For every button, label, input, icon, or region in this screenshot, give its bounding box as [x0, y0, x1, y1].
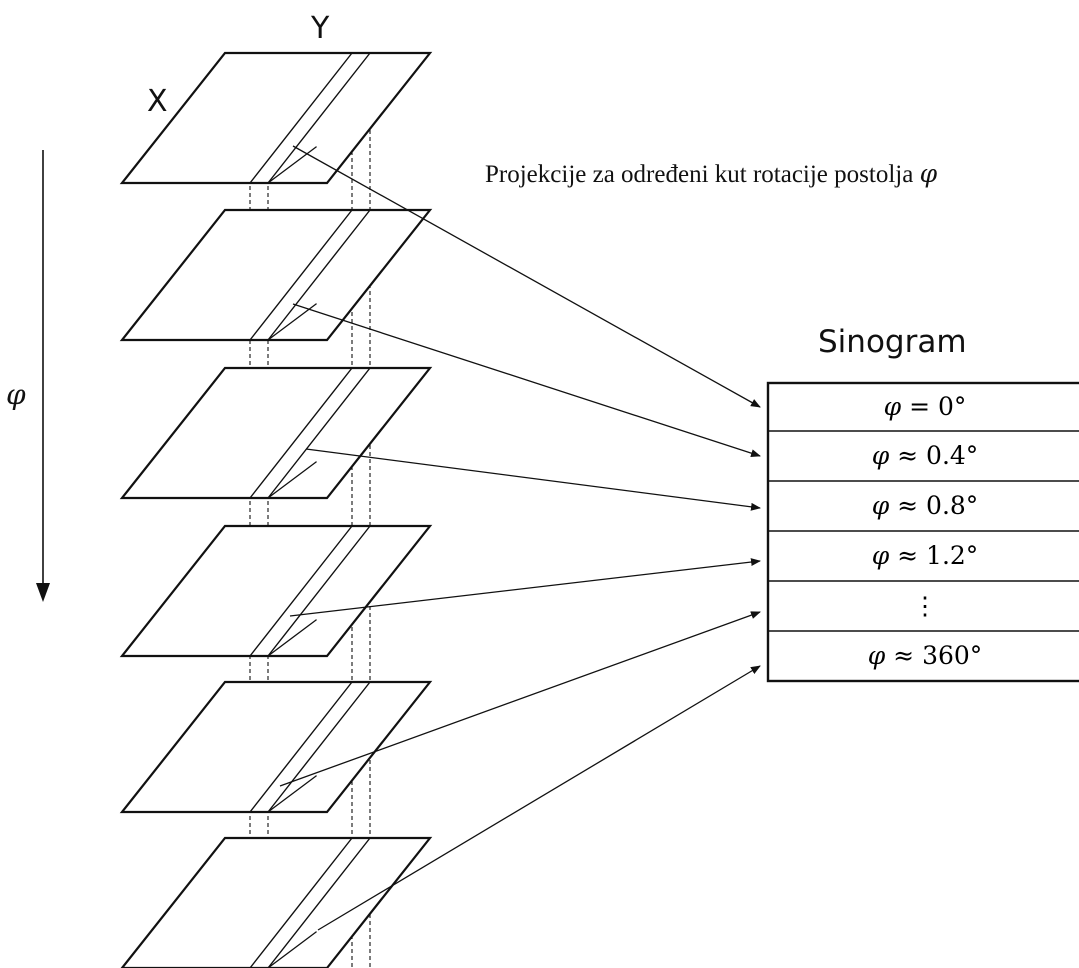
strip-edge: [267, 837, 371, 968]
slice-plane: [119, 524, 433, 658]
row-value: 360°: [922, 641, 982, 670]
strip-inner-line: [267, 146, 317, 184]
sinogram-title: Sinogram: [818, 324, 967, 360]
row-value: 1.2°: [926, 541, 978, 570]
sinogram-row-label: φ = 0°: [884, 392, 967, 421]
row-value: ⋮: [913, 591, 938, 620]
row-value: 0°: [938, 392, 966, 421]
sinogram-row: φ ≈ 0.8°: [768, 480, 1079, 520]
row-relation: ≈: [885, 641, 922, 670]
sinogram-row-label: φ ≈ 1.2°: [872, 541, 979, 570]
strip-edge: [267, 209, 371, 341]
strip-inner-line: [267, 461, 317, 499]
strip-edge: [267, 367, 371, 499]
slice-plane: [119, 208, 433, 342]
row-relation: ≈: [889, 491, 926, 520]
projection-arrow: [317, 665, 761, 931]
row-phi: φ: [884, 392, 902, 421]
row-phi: φ: [872, 491, 890, 520]
projection-arrow: [289, 558, 761, 617]
projection-arrow: [292, 303, 761, 458]
sinogram-row: φ ≈ 1.2°: [768, 530, 1079, 570]
y-axis-label: Y: [310, 11, 330, 46]
sinogram-row: φ ≈ 0.4°: [768, 430, 1079, 470]
slice-plane: [120, 836, 433, 968]
strip-inner-line: [267, 775, 317, 813]
slice-plane: [119, 366, 433, 500]
sinogram-row-label: ⋮: [913, 591, 938, 620]
strip-edge: [249, 837, 353, 968]
strip-inner-line: [267, 931, 317, 968]
slice-plane: [119, 680, 433, 814]
caption-text: Projekcije za određeni kut rotacije post…: [485, 161, 920, 188]
strip-edge: [249, 209, 353, 341]
plane-outline: [119, 366, 433, 500]
sinogram-row: φ ≈ 360°: [768, 630, 1079, 670]
strip-edge: [249, 52, 353, 184]
projection-arrow: [292, 145, 761, 408]
sinogram-table: φ = 0°φ ≈ 0.4°φ ≈ 0.8°φ ≈ 1.2°⋮φ ≈ 360°: [766, 381, 1079, 683]
rotation-arrow-head: [36, 583, 50, 602]
plane-outline: [119, 524, 433, 658]
strip-inner-line: [267, 619, 317, 657]
projection-arrows: [279, 145, 761, 931]
strip-edge: [249, 525, 353, 657]
slice-plane: [119, 51, 433, 185]
sinogram-row-label: φ ≈ 0.4°: [872, 441, 979, 470]
row-phi: φ: [872, 441, 890, 470]
x-axis-label: X: [147, 84, 168, 119]
plane-outline: [120, 836, 433, 968]
strip-edge: [267, 52, 371, 184]
strip-edge: [267, 681, 371, 813]
row-value: 0.8°: [926, 491, 978, 520]
row-phi: φ: [868, 641, 886, 670]
sinogram-row: ⋮: [768, 580, 1079, 620]
plane-outline: [119, 51, 433, 185]
caption: Projekcije za određeni kut rotacije post…: [485, 159, 938, 188]
row-relation: =: [901, 392, 938, 421]
slice-planes: [119, 51, 433, 968]
caption-phi: φ: [920, 159, 938, 188]
sinogram-border: [766, 381, 1079, 683]
plane-outline: [119, 208, 433, 342]
strip-edge: [249, 681, 353, 813]
strip-edge: [267, 525, 371, 657]
strip-edge: [249, 367, 353, 499]
projection-arrow: [305, 448, 761, 511]
row-phi: φ: [872, 541, 890, 570]
projection-arrow: [279, 611, 761, 787]
row-relation: ≈: [889, 541, 926, 570]
row-value: 0.4°: [926, 441, 978, 470]
projection-guides: [249, 53, 371, 968]
sinogram-row-label: φ ≈ 360°: [868, 641, 983, 670]
sinogram-row: φ = 0°: [884, 392, 967, 421]
plane-outline: [119, 680, 433, 814]
row-relation: ≈: [889, 441, 926, 470]
rotation-phi-label: φ: [6, 378, 26, 411]
sinogram-row-label: φ ≈ 0.8°: [872, 491, 979, 520]
